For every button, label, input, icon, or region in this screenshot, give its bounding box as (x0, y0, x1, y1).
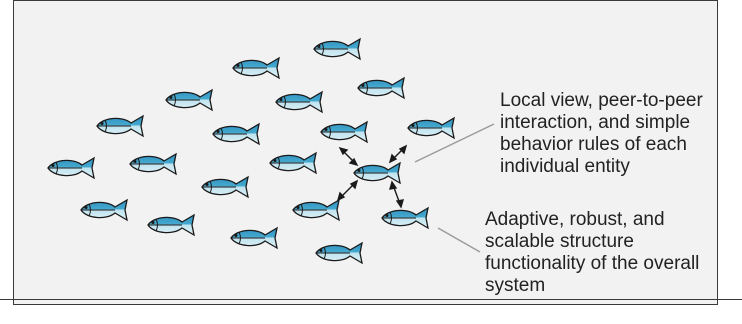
fish-icon (320, 121, 368, 143)
fish-icon (292, 199, 340, 221)
fish-icon (165, 89, 213, 111)
leader-line-local (414, 123, 495, 163)
fish-icon (47, 157, 95, 179)
double-arrow-icon (388, 144, 408, 164)
panel-bottom-rule (0, 299, 742, 300)
leader-lines (414, 123, 495, 253)
fish-icon (357, 77, 405, 99)
caption-line: functionality of the overall (485, 253, 700, 274)
fish-icon (147, 214, 195, 236)
double-arrow-icon (336, 179, 359, 202)
fish-icon (232, 57, 280, 79)
fish-icon (269, 152, 317, 174)
leader-line-global (437, 227, 481, 253)
caption-local-rules: Local view, peer-to-peer interaction, an… (500, 90, 730, 178)
caption-line: system (485, 275, 546, 296)
caption-global-structure: Adaptive, robust, and scalable structure… (485, 209, 725, 297)
fish-icon (201, 176, 249, 198)
fish-icon (80, 199, 128, 221)
fish-icon (230, 227, 278, 249)
fish-icon (129, 153, 177, 175)
fish-icon (407, 117, 455, 139)
fish-icon (313, 38, 361, 60)
caption-line: interaction, and simple (500, 112, 691, 133)
fish-icon (315, 242, 363, 264)
fish-school (47, 38, 455, 264)
fish-icon (381, 207, 429, 229)
caption-line: behavior rules of each (500, 134, 687, 155)
caption-line: Local view, peer-to-peer (500, 90, 703, 111)
caption-line: Adaptive, robust, and (485, 209, 665, 230)
fish-icon (275, 91, 323, 113)
interaction-arrows (336, 144, 408, 209)
caption-line: individual entity (500, 156, 630, 177)
double-arrow-icon (338, 146, 359, 167)
fish-icon (96, 115, 144, 137)
caption-line: scalable structure (485, 231, 634, 252)
double-arrow-icon (389, 180, 404, 209)
diagram-panel (13, 0, 718, 305)
fish-icon (353, 162, 401, 184)
fish-icon (212, 123, 260, 145)
